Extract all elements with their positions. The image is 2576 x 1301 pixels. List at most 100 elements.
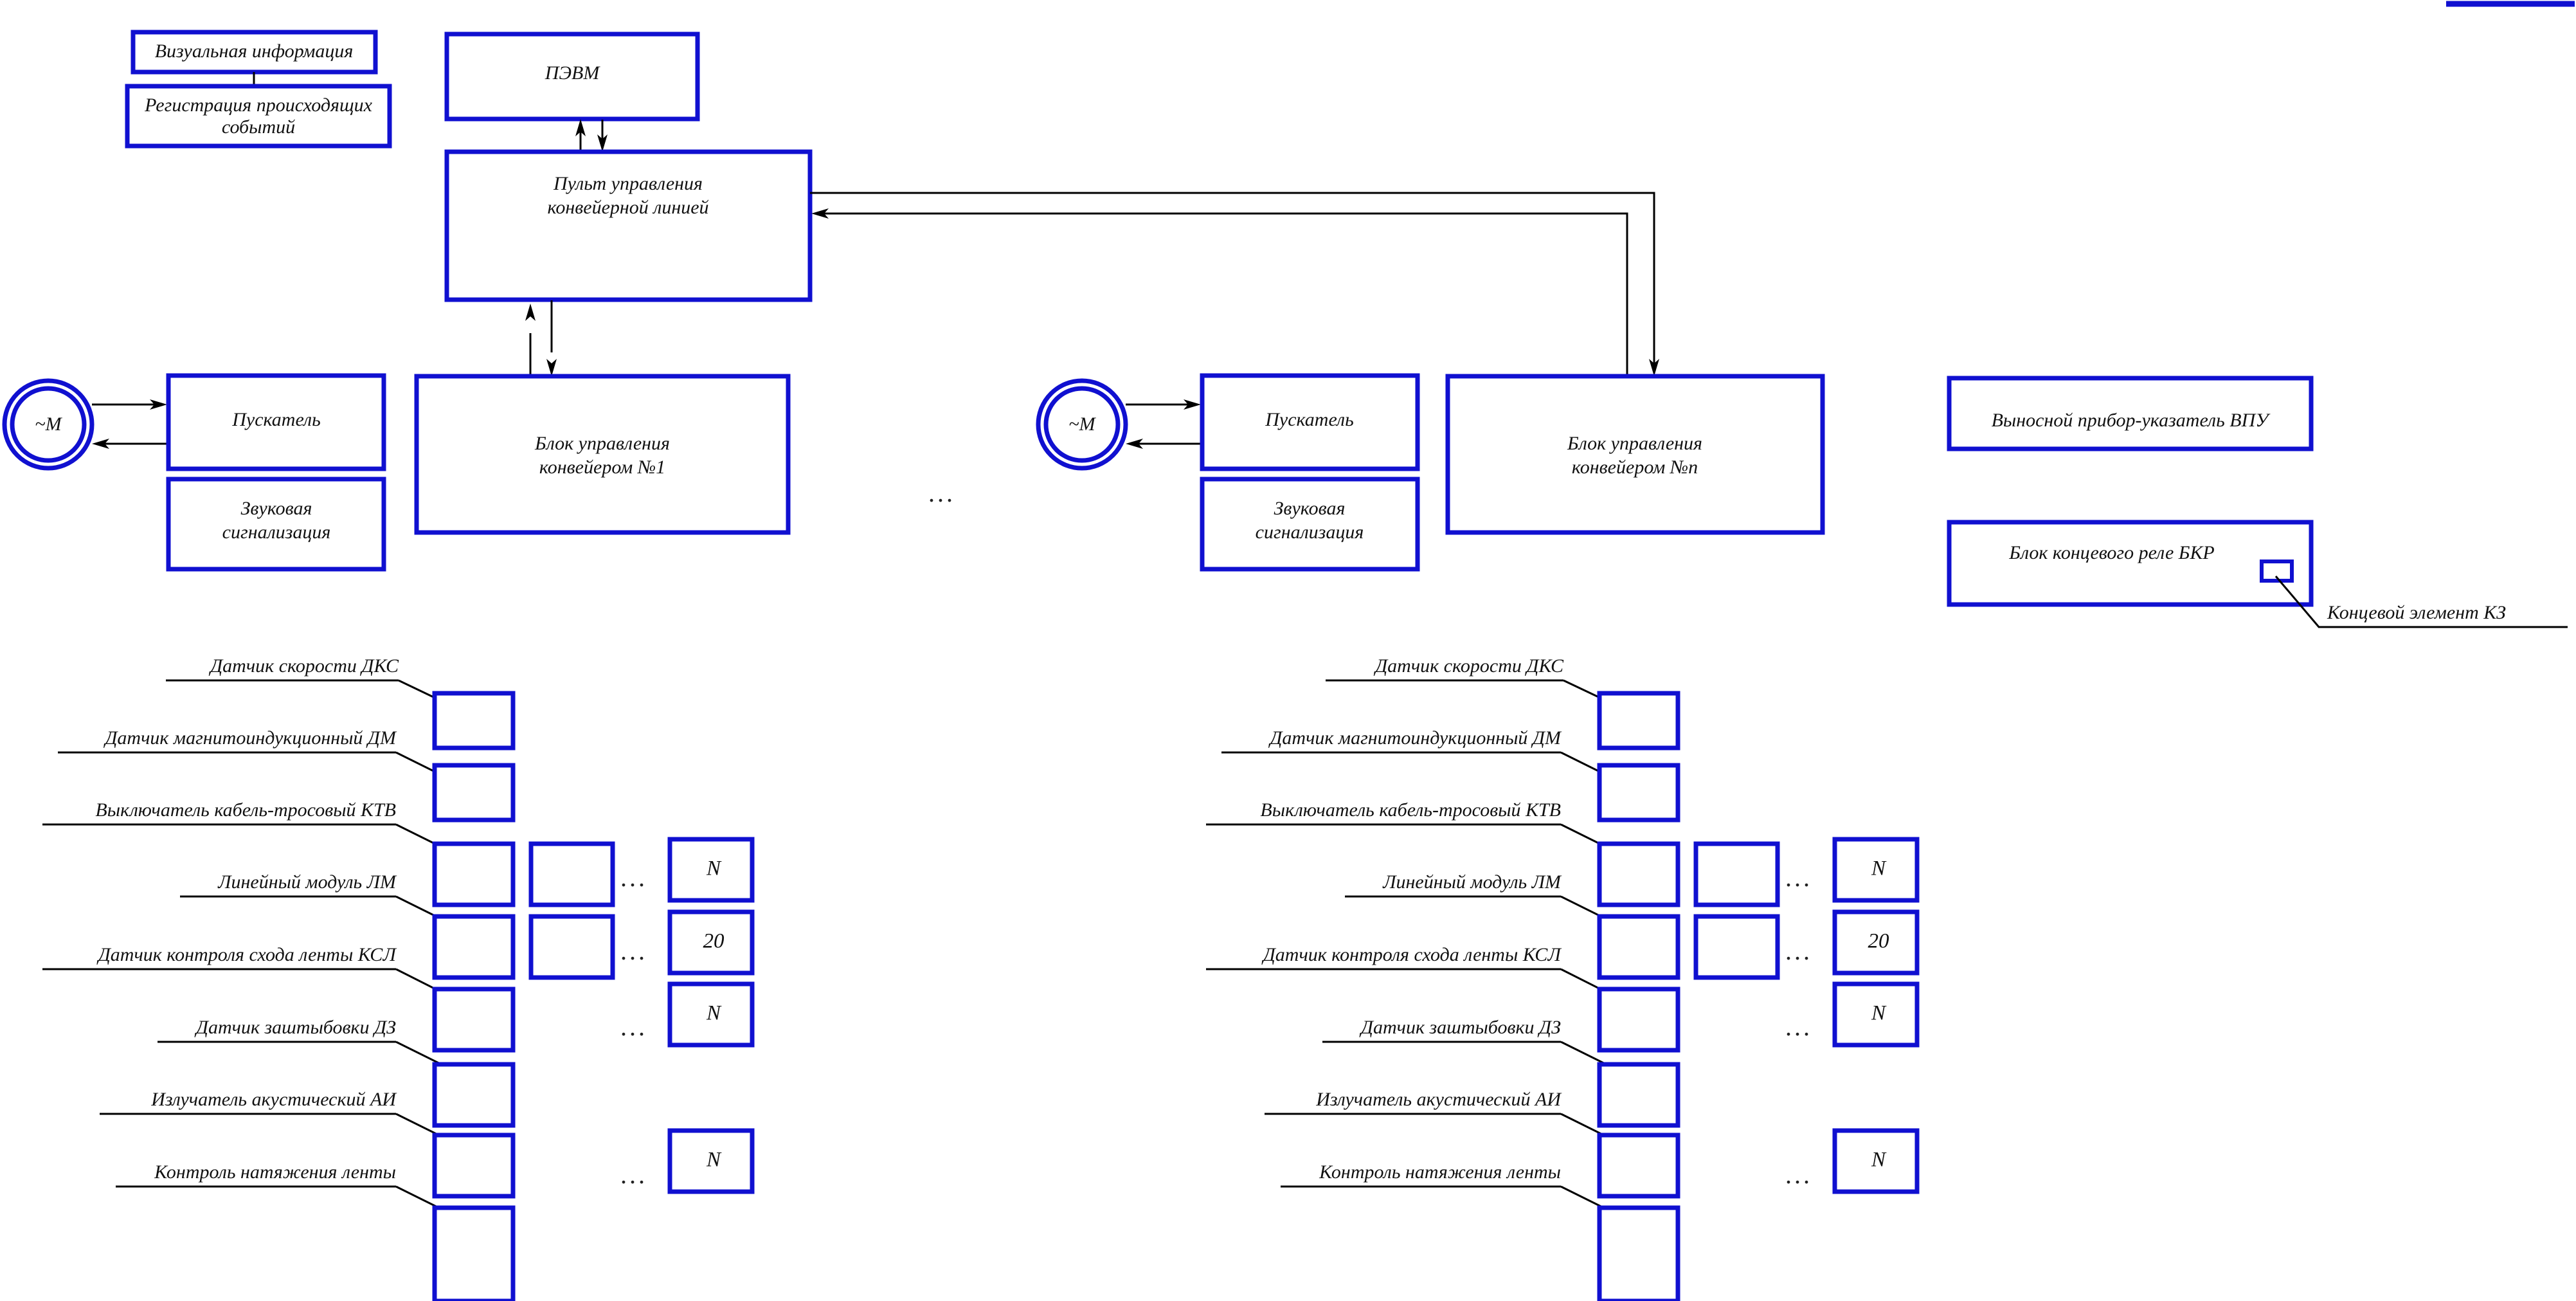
sensor-left-label-4: Датчик контроля схода ленты КСЛ — [96, 944, 397, 965]
sensor-right-module-box-1[interactable] — [1693, 914, 1780, 980]
sensor-left-label-3: Линейный модуль ЛМ — [217, 871, 397, 893]
event-registration-label-line2: событий — [222, 116, 295, 138]
sensor-right-label-7: Контроль натяжения ленты — [1319, 1161, 1561, 1183]
sensor-left-label-6: Излучатель акустический АИ — [150, 1089, 397, 1110]
sensor-left-box-6[interactable] — [432, 1133, 516, 1199]
visual-info-label: Визуальная информация — [155, 41, 354, 62]
sensor-right-box-7[interactable] — [1597, 1205, 1680, 1301]
sensor-right-count-box-1[interactable] — [1832, 909, 1920, 976]
control-block-1-label-line2: конвейером №1 — [539, 457, 665, 478]
sensor-left-count-label-0: N — [706, 857, 722, 880]
sensor-left-label-0: Датчик скорости ДКС — [208, 655, 399, 677]
sensor-left-module-box-0[interactable] — [528, 841, 615, 907]
sound-alarm-left-label-line2: сигнализация — [222, 522, 331, 543]
sensor-right-count-box-3[interactable] — [1832, 1128, 1920, 1194]
sensor-right-count-box-0[interactable] — [1832, 837, 1920, 903]
sensor-left-row-ellipsis-2: ... — [620, 1012, 647, 1041]
sensor-left-box-1[interactable] — [432, 763, 516, 823]
starter-to-motor-left-arrowhead — [92, 439, 109, 449]
sensor-right-count-label-2: N — [1871, 1002, 1887, 1025]
sensor-right-box-1[interactable] — [1597, 763, 1680, 823]
event-registration-box[interactable] — [125, 84, 392, 149]
starter-right-label: Пускатель — [1265, 409, 1354, 430]
sensor-right-label-4: Датчик контроля схода ленты КСЛ — [1261, 944, 1562, 965]
console-to-pc-arrowhead — [575, 119, 586, 136]
starter-left-box[interactable] — [166, 373, 386, 471]
sensor-right-row-ellipsis-1: ... — [1785, 936, 1812, 965]
sound-alarm-right-label-line1: Звуковая — [1274, 498, 1346, 519]
remote-indicator-box[interactable] — [1947, 376, 2314, 451]
end-relay-block-box[interactable] — [1947, 520, 2314, 607]
sensor-left-row-ellipsis-3: ... — [620, 1160, 647, 1189]
sensor-right-count-box-2[interactable] — [1832, 981, 1920, 1048]
sensor-right-label-6: Излучатель акустический АИ — [1315, 1089, 1562, 1110]
sensor-right-row-ellipsis-2: ... — [1785, 1012, 1812, 1041]
sensor-left-count-label-3: N — [706, 1149, 722, 1172]
sensor-left-box-0[interactable] — [432, 691, 516, 751]
control-block-1-box[interactable] — [414, 374, 791, 535]
sensor-left-box-7[interactable] — [432, 1205, 516, 1301]
motor-left-label: ~M — [35, 414, 62, 435]
sensor-left-label-1: Датчик магнитоиндукционный ДМ — [103, 727, 397, 749]
sensor-right-box-2[interactable] — [1597, 841, 1680, 907]
block-n-to-console-wire-in — [816, 212, 1628, 376]
console-to-block1-arrowhead — [546, 359, 557, 376]
block-n-to-console-arrowhead — [811, 208, 829, 219]
sensor-right-label-1: Датчик магнитоиндукционный ДМ — [1268, 727, 1562, 749]
starter-right-box[interactable] — [1200, 373, 1420, 471]
sensor-right-box-5[interactable] — [1597, 1062, 1680, 1128]
sensor-right-box-6[interactable] — [1597, 1133, 1680, 1199]
sensor-right-row-ellipsis-3: ... — [1785, 1160, 1812, 1189]
end-element-leader-line — [2274, 576, 2568, 628]
sound-alarm-left-box[interactable] — [166, 477, 386, 572]
sensor-left-box-2[interactable] — [432, 841, 516, 907]
sensor-right-label-2: Выключатель кабель-тросовый КТВ — [1260, 799, 1561, 821]
sensor-right-row-ellipsis-0: ... — [1785, 863, 1812, 892]
end-relay-block-label: Блок концевого реле БКР — [2008, 542, 2215, 563]
console-label-line1: Пульт управления — [553, 173, 703, 194]
sensor-right-box-0[interactable] — [1597, 691, 1680, 751]
sensor-left-row-ellipsis-0: ... — [620, 863, 647, 892]
console-to-block-n-arrowhead — [1649, 359, 1659, 376]
sensor-right-count-label-3: N — [1871, 1149, 1887, 1172]
sensor-left-box-3[interactable] — [432, 914, 516, 980]
motor-right-inner-circle — [1043, 386, 1121, 463]
sensor-left-count-box-3[interactable] — [667, 1128, 755, 1194]
sensor-right-box-4[interactable] — [1597, 987, 1680, 1053]
sensor-left-count-label-1: 20 — [703, 930, 725, 953]
control-block-n-label-line2: конвейером №n — [1572, 457, 1698, 478]
sensor-right-module-box-0[interactable] — [1693, 841, 1780, 907]
sensor-right-count-label-1: 20 — [1868, 930, 1890, 953]
console-label-line2: конвейерной линией — [547, 197, 708, 218]
sensor-left-count-box-1[interactable] — [667, 909, 755, 976]
motor-right-label: ~M — [1068, 414, 1096, 435]
motor-left-inner-circle — [10, 386, 87, 463]
sensor-left-row-ellipsis-1: ... — [620, 936, 647, 965]
sound-alarm-right-label-line2: сигнализация — [1256, 522, 1364, 543]
motor-right-to-starter-arrowhead — [1184, 399, 1201, 410]
motor-left-to-starter-arrowhead — [150, 399, 167, 410]
end-element-callout-label: Концевой элемент КЗ — [2327, 602, 2506, 623]
sensor-left-count-box-0[interactable] — [667, 837, 755, 903]
block1-to-console-arrowhead — [525, 304, 536, 321]
sensor-left-label-5: Датчик заштыбовки ДЗ — [194, 1017, 396, 1038]
sensor-left-count-box-2[interactable] — [667, 981, 755, 1048]
pc-label: ПЭВМ — [545, 62, 601, 84]
sensor-left-count-label-2: N — [706, 1002, 722, 1025]
control-block-n-box[interactable] — [1445, 374, 1825, 535]
drive-series-ellipsis: ... — [928, 478, 955, 507]
control-block-1-label-line1: Блок управления — [534, 433, 670, 454]
sensor-left-label-2: Выключатель кабель-тросовый КТВ — [95, 799, 396, 821]
console-box[interactable] — [444, 149, 813, 302]
sensor-right-box-3[interactable] — [1597, 914, 1680, 980]
sound-alarm-right-box[interactable] — [1200, 477, 1420, 572]
sensor-left-box-5[interactable] — [432, 1062, 516, 1128]
starter-to-motor-right-arrowhead — [1126, 439, 1143, 449]
pc-box[interactable] — [444, 32, 700, 122]
sensor-left-box-4[interactable] — [432, 987, 516, 1053]
pc-to-console-arrowhead — [597, 134, 608, 152]
sensor-left-label-7: Контроль натяжения ленты — [154, 1161, 396, 1183]
sensor-left-module-box-1[interactable] — [528, 914, 615, 980]
